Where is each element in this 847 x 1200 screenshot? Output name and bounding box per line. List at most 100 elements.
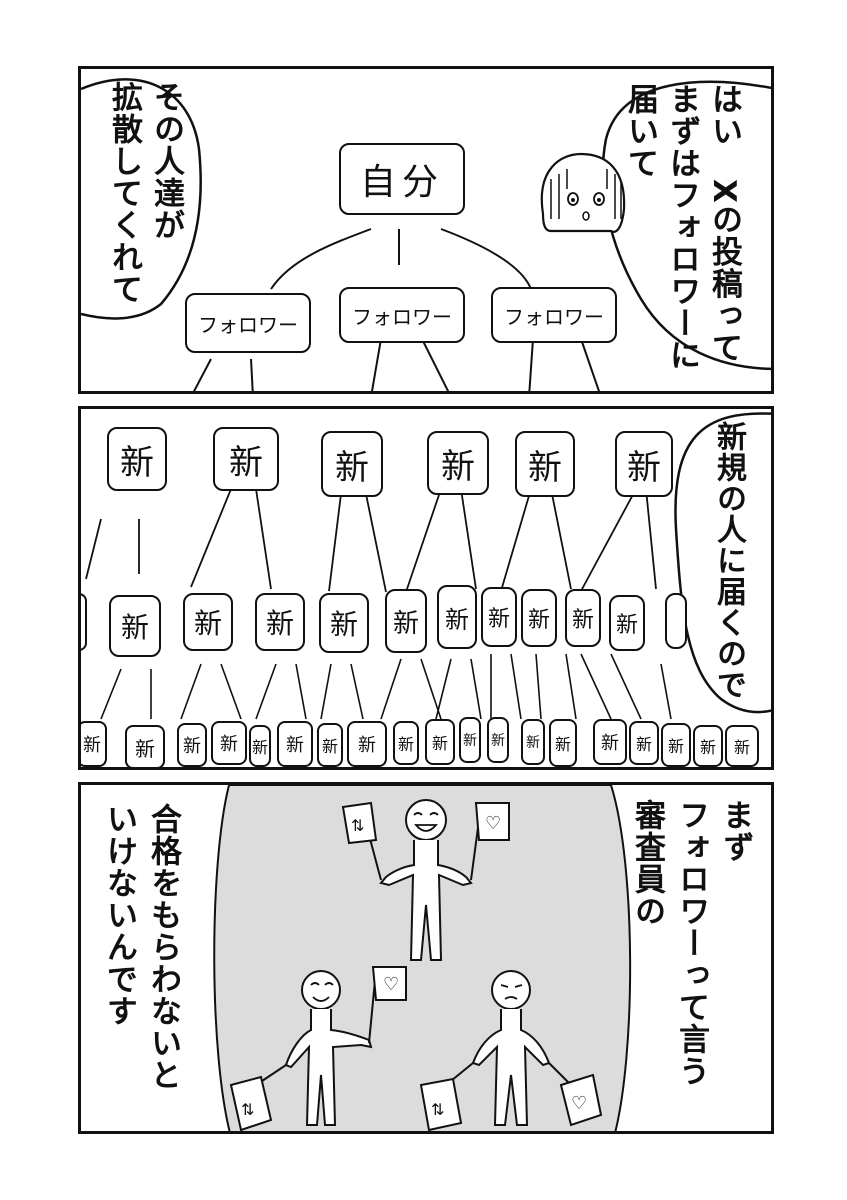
node-new: 新 <box>211 721 247 765</box>
node-new: 新 <box>255 593 305 651</box>
node-new-label: 新 <box>635 735 652 754</box>
panel-2-lines <box>85 412 771 720</box>
node-follower-1: フォロワー <box>185 293 311 353</box>
node-new-label: 新 <box>526 735 540 751</box>
node-follower-3: フォロワー <box>491 287 617 343</box>
node-new-label: 新 <box>183 736 201 757</box>
repost-icon: ⇅ <box>431 1100 444 1119</box>
repost-icon: ⇅ <box>351 816 364 835</box>
node-new-label: 新 <box>615 613 638 638</box>
node-new: 新 <box>321 431 383 497</box>
node-new: 新 <box>425 719 455 765</box>
node-new-label: 新 <box>321 737 338 756</box>
node-new: 新 <box>521 719 545 765</box>
narration-right: まず フォロワーって言う 審査員の <box>629 799 753 1087</box>
node-new-label: 新 <box>571 608 594 633</box>
node-new: 新 <box>549 719 577 767</box>
node-new: 新 <box>629 721 659 765</box>
node-new-label: 新 <box>135 736 155 761</box>
node-new-label: 新 <box>463 733 477 749</box>
heart-icon: ♡ <box>383 974 399 995</box>
node-new-label: 新 <box>601 733 619 754</box>
judge-figure-bottom-right <box>419 970 603 1131</box>
node-new-label: 新 <box>251 738 268 757</box>
heart-icon: ♡ <box>485 813 501 834</box>
node-new: 新 <box>481 587 517 647</box>
node-new-label: 新 <box>335 447 369 488</box>
node-new: 新 <box>277 721 313 767</box>
node-new-label: 新 <box>229 442 263 483</box>
node-follower-2: フォロワー <box>339 287 465 343</box>
node-new: 新 <box>393 721 419 765</box>
narration-left: 合格をもらわないと いけないんです <box>101 803 181 1091</box>
panel-1-lines <box>81 78 771 391</box>
node-new: 新 <box>125 725 165 767</box>
node-new: 新 <box>385 589 427 653</box>
node-new <box>665 593 687 649</box>
node-new-label: 新 <box>286 735 304 756</box>
node-new-label: 新 <box>358 735 376 756</box>
node-new: 新 <box>593 719 627 765</box>
node-new-label: 新 <box>527 608 550 633</box>
node-new-label: 新 <box>491 733 505 749</box>
node-new: 新 <box>521 589 557 647</box>
node-new-label: 新 <box>554 735 571 754</box>
node-new: 新 <box>213 427 279 491</box>
node-new: 新 <box>249 725 271 767</box>
panel-3-scene: ⇅ ♡ ♡ ⇅ ⇅ ♡ <box>213 785 632 1131</box>
node-new: 新 <box>109 595 161 657</box>
node-new-label: 新 <box>733 738 750 757</box>
panel-1: その人達が 拡散してくれて はい Xの投稿って まずはフォロワーに 届いて 自分… <box>78 66 774 394</box>
node-new-label: 新 <box>83 735 101 756</box>
node-new-label: 新 <box>699 738 716 757</box>
node-new: 新 <box>177 723 207 767</box>
judge-figure-bottom-left <box>229 966 407 1131</box>
girl-character-icon <box>540 152 626 233</box>
node-new: 新 <box>487 717 509 763</box>
panel-2: 新規の人に届くので 新 新 新 新 新 新 新 新 新 新 新 新 新 新 新 … <box>78 406 774 770</box>
node-new-label: 新 <box>120 611 149 644</box>
panel-3: ⇅ ♡ ♡ ⇅ ⇅ ♡ まず フォロワーって言う 審査員の <box>78 782 774 1134</box>
node-new-label: 新 <box>193 607 222 640</box>
node-new-label: 新 <box>220 734 238 755</box>
node-new-label: 新 <box>487 607 510 632</box>
speech-bubble-right: はい Xの投稿って まずはフォロワーに 届いて <box>622 83 742 371</box>
node-new: 新 <box>347 721 387 767</box>
node-new: 新 <box>693 725 723 767</box>
node-new: 新 <box>615 431 673 497</box>
node-self-label: 自分 <box>359 162 444 203</box>
node-new: 新 <box>317 723 343 767</box>
node-new: 新 <box>437 585 477 649</box>
speech-bubble-left: その人達が 拡散してくれて <box>106 81 184 305</box>
node-new: 新 <box>81 721 107 767</box>
node-new-label: 新 <box>265 607 294 640</box>
node-self: 自分 <box>339 143 465 215</box>
node-new-label: 新 <box>528 447 562 488</box>
node-new: 新 <box>565 589 601 647</box>
node-new: 新 <box>661 723 691 767</box>
node-new-label: 新 <box>445 605 469 634</box>
node-new-label: 新 <box>329 608 358 641</box>
node-new: 新 <box>609 595 645 651</box>
node-new: 新 <box>319 593 369 653</box>
node-follower-label: フォロワー <box>198 312 298 337</box>
node-new-label: 新 <box>431 734 448 753</box>
node-new-label: 新 <box>120 442 154 483</box>
speech-bubble-right: 新規の人に届くので <box>711 421 746 700</box>
heart-icon: ♡ <box>571 1093 587 1114</box>
judge-figure-top <box>341 799 510 961</box>
node-new: 新 <box>459 717 481 763</box>
node-new: 新 <box>725 725 759 767</box>
node-new-label: 新 <box>397 735 414 754</box>
node-new-label: 新 <box>441 446 475 487</box>
node-new: 新 <box>183 593 233 651</box>
node-follower-label: フォロワー <box>352 304 452 329</box>
node-new <box>81 593 87 651</box>
node-new: 新 <box>515 431 575 497</box>
node-new-label: 新 <box>667 737 684 756</box>
node-new: 新 <box>427 431 489 495</box>
node-new: 新 <box>107 427 167 491</box>
node-new-label: 新 <box>392 608 419 639</box>
node-new-label: 新 <box>627 447 661 488</box>
node-follower-label: フォロワー <box>504 304 604 329</box>
